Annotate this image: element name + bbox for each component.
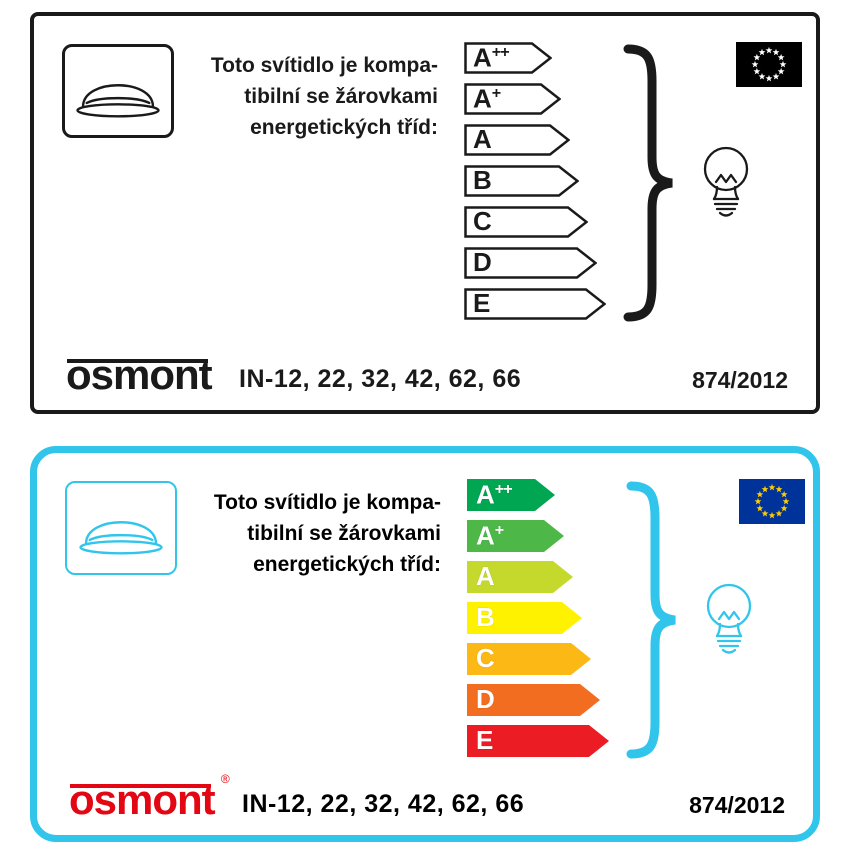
energy-class-arrow-shape xyxy=(467,684,600,716)
eu-flag-star xyxy=(775,485,783,493)
eu-flag-star xyxy=(756,504,764,512)
ceiling-lamp-icon xyxy=(79,521,163,555)
eu-flag-star xyxy=(751,60,759,68)
energy-class-arrow-shape xyxy=(467,561,573,593)
energy-class-arrow-shape xyxy=(464,288,606,320)
eu-flag-star xyxy=(768,511,776,519)
eu-flag-star xyxy=(754,497,762,505)
energy-class-label: C xyxy=(476,643,495,674)
compatibility-text-line: energetických tříd: xyxy=(253,553,441,576)
energy-class-arrow-shape xyxy=(467,602,582,634)
energy-class-a-plus-plus: A++ xyxy=(467,479,609,511)
regulation-number: 874/2012 xyxy=(692,367,788,393)
compatibility-text: Toto svítidlo je kompa- tibilní se žárov… xyxy=(184,50,438,143)
energy-class-label: B xyxy=(476,602,495,633)
energy-class-label: E xyxy=(473,288,491,319)
eu-flag-star xyxy=(761,485,769,493)
eu-flag-star xyxy=(753,67,761,75)
energy-label-monochrome: Toto svítidlo je kompa- tibilní se žárov… xyxy=(30,12,820,414)
eu-flag-star xyxy=(780,504,788,512)
energy-class-label: A++ xyxy=(473,42,510,73)
energy-class-b: B xyxy=(467,602,609,634)
curly-brace xyxy=(623,44,673,322)
energy-class-label: A xyxy=(476,561,495,592)
brand-logo: osmont xyxy=(66,350,213,398)
compatibility-text: Toto svítidlo je kompa- tibilní se žárov… xyxy=(187,487,441,580)
energy-class-label: A++ xyxy=(476,479,513,510)
energy-class-arrow-shape xyxy=(467,725,609,757)
energy-class-arrow-shape xyxy=(467,520,564,552)
compatibility-text-line: tibilní se žárovkami xyxy=(247,522,441,545)
eu-flag-star xyxy=(758,73,766,80)
energy-class-a-plus: A+ xyxy=(467,520,609,552)
eu-flag-star xyxy=(761,510,769,517)
energy-class-arrow-shape xyxy=(464,206,588,238)
light-bulb-icon xyxy=(703,146,749,217)
energy-class-e: E xyxy=(467,725,609,757)
compatibility-text-line: Toto svítidlo je kompa- xyxy=(213,491,441,514)
energy-class-arrow-shape xyxy=(464,83,561,115)
eu-flag-star xyxy=(777,67,785,75)
compatibility-text-line: energetických tříd: xyxy=(250,116,438,139)
eu-flag-star xyxy=(780,490,788,498)
compatibility-text-line: tibilní se žárovkami xyxy=(244,85,438,108)
curly-brace xyxy=(626,481,676,759)
eu-flag-star xyxy=(758,48,766,56)
energy-class-arrow-shape xyxy=(464,165,579,197)
eu-flag-star xyxy=(765,74,773,82)
energy-class-label: D xyxy=(473,247,492,278)
energy-class-label: A xyxy=(473,124,492,155)
eu-flag-star xyxy=(765,46,773,54)
energy-class-label: E xyxy=(476,725,494,756)
ceiling-lamp-icon xyxy=(76,84,160,118)
brand-logo-text: osmont xyxy=(66,350,213,398)
eu-flag-star xyxy=(756,490,764,498)
eu-flag xyxy=(739,479,805,524)
eu-flag xyxy=(736,42,802,87)
eu-flag-star xyxy=(775,510,783,517)
energy-class-d: D xyxy=(467,684,609,716)
energy-class-a-plus-plus: A++ xyxy=(464,42,606,74)
energy-class-arrow-shape xyxy=(464,124,570,156)
eu-flag-star xyxy=(779,60,787,68)
energy-class-c: C xyxy=(464,206,606,238)
energy-class-arrow-shape xyxy=(467,643,591,675)
energy-class-label: B xyxy=(473,165,492,196)
energy-class-label: A+ xyxy=(473,83,501,114)
model-numbers: IN-12, 22, 32, 42, 62, 66 xyxy=(239,365,522,393)
eu-flag-star xyxy=(782,497,790,505)
energy-class-arrow-shape xyxy=(464,42,552,74)
energy-class-b: B xyxy=(464,165,606,197)
energy-class-arrow-shape xyxy=(464,247,597,279)
compatibility-text-line: Toto svítidlo je kompa- xyxy=(210,54,438,77)
energy-label-color: Toto svítidlo je kompa- tibilní se žárov… xyxy=(30,446,820,842)
energy-class-arrow-shape xyxy=(467,479,555,511)
light-bulb-icon xyxy=(706,583,752,654)
energy-class-label: A+ xyxy=(476,520,504,551)
eu-flag-star xyxy=(772,73,780,80)
energy-class-c: C xyxy=(467,643,609,675)
energy-class-d: D xyxy=(464,247,606,279)
energy-class-a: A xyxy=(467,561,609,593)
energy-class-a: A xyxy=(464,124,606,156)
brand-logo: osmont ® xyxy=(69,772,230,823)
eu-flag-star xyxy=(753,53,761,61)
registered-mark: ® xyxy=(220,771,230,786)
luminaire-icon-box xyxy=(65,481,177,575)
model-numbers: IN-12, 22, 32, 42, 62, 66 xyxy=(242,790,525,818)
brand-logo-text: osmont xyxy=(69,775,216,823)
eu-flag-star xyxy=(772,48,780,56)
energy-class-label: C xyxy=(473,206,492,237)
regulation-number: 874/2012 xyxy=(689,792,785,818)
eu-flag-star xyxy=(768,483,776,491)
energy-class-e: E xyxy=(464,288,606,320)
eu-flag-star xyxy=(777,53,785,61)
energy-class-a-plus: A+ xyxy=(464,83,606,115)
luminaire-icon-box xyxy=(62,44,174,138)
energy-class-label: D xyxy=(476,684,495,715)
